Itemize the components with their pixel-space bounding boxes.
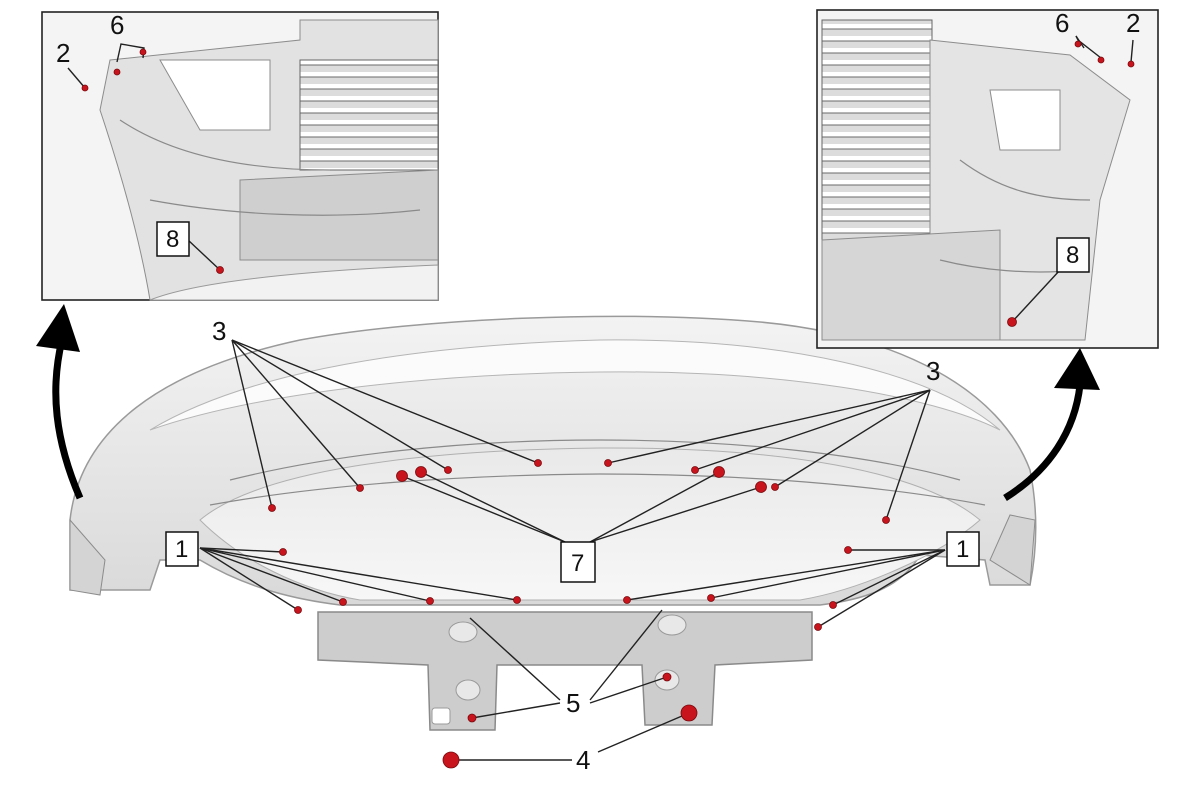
callout-labels: 2 6 8 6 2 8 3 3 1 1 7 5 4 [56,8,1140,775]
fastener-7 [415,466,427,478]
callout-1-right-box [946,531,980,567]
callout-2-left: 2 [56,38,70,68]
fastener-3 [268,504,276,512]
left-inset-arrow [36,304,84,500]
fastener-6 [1074,40,1082,48]
right-inset-arrow [1003,348,1100,501]
fastener-3 [534,459,542,467]
callout-6-left: 6 [110,10,124,40]
fastener-3 [882,516,890,524]
fastener-1 [707,594,715,602]
callout-1-right: 1 [956,536,969,563]
fastener-1 [279,548,287,556]
fastener-1 [623,596,631,604]
fastener-7 [713,466,725,478]
callout-3-left: 3 [212,316,226,346]
fastener-4 [442,751,460,769]
callout-1-left: 1 [175,536,188,563]
fastener-1 [339,598,347,606]
leader-lines [67,35,1134,761]
fastener-1 [829,601,837,609]
callout-6-right: 6 [1055,8,1069,38]
fastener-1 [844,546,852,554]
callout-8-left-box [156,221,190,257]
left-inset-detail [41,11,439,301]
right-inset-detail [816,9,1159,349]
fastener-1 [513,596,521,604]
fastener-3 [604,459,612,467]
fastener-8 [216,266,224,274]
callout-8-left: 8 [166,226,179,253]
fastener-1 [426,597,434,605]
fastener-1 [814,623,822,631]
fasteners [81,40,1135,769]
callout-8-right: 8 [1066,242,1079,269]
lower-mounting-plate [317,611,813,731]
fastener-3 [691,466,699,474]
fastener-1 [294,606,302,614]
fastener-6 [1097,56,1105,64]
callout-4: 4 [576,745,590,775]
fastener-3 [444,466,452,474]
fastener-6 [139,48,147,56]
fastener-7 [396,470,408,482]
fastener-3 [356,484,364,492]
fastener-2 [1127,60,1135,68]
callout-3-right: 3 [926,356,940,386]
fastener-2 [81,84,89,92]
callout-7: 7 [571,550,584,577]
callout-7-box [560,541,596,583]
fastener-7 [755,481,767,493]
fastener-6 [113,68,121,76]
fastener-5 [662,672,672,682]
fastener-5 [467,713,477,723]
callout-8-right-box [1056,237,1090,273]
fastener-3 [771,483,779,491]
callout-5: 5 [566,688,580,718]
fastener-4 [680,704,698,722]
callout-1-left-box [165,531,199,567]
fastener-8 [1007,317,1017,327]
callout-2-right: 2 [1126,8,1140,38]
